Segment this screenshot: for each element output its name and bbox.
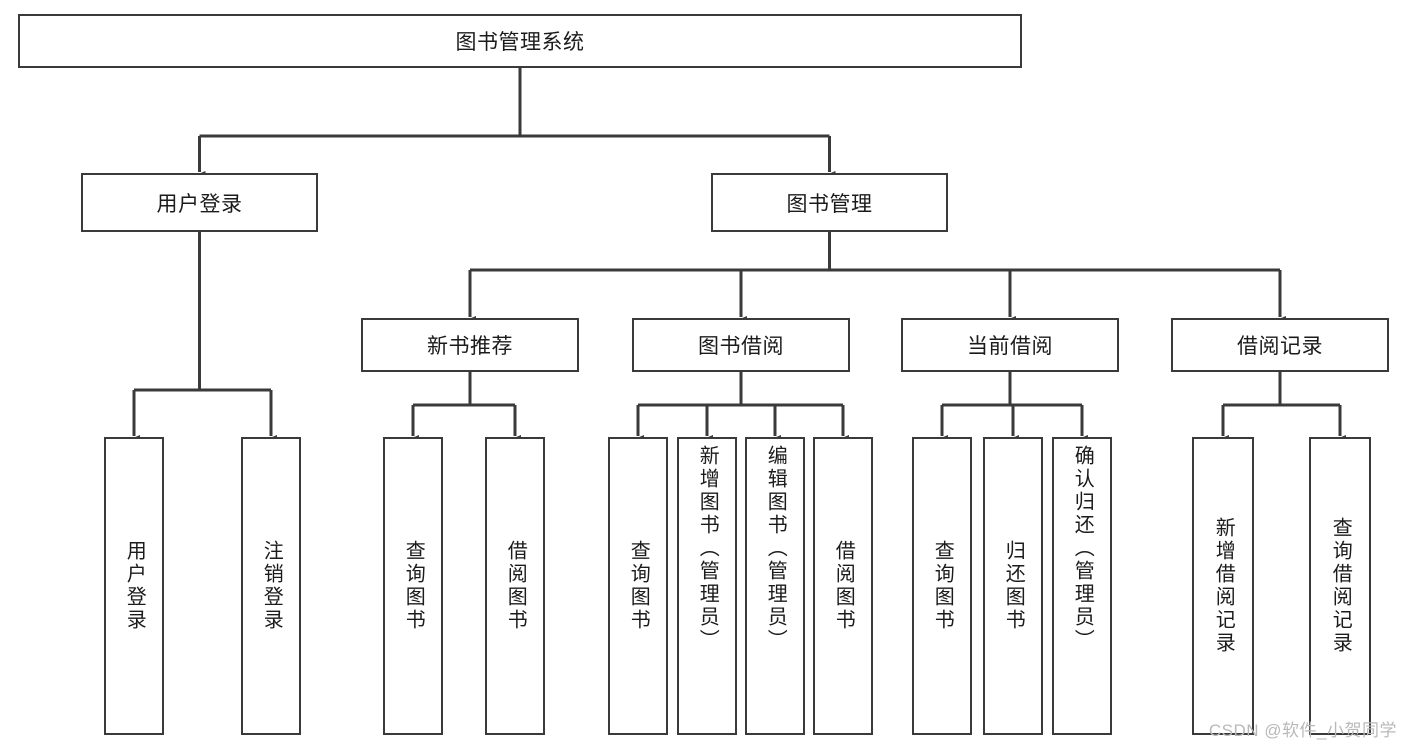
node-book-borrow[interactable]: 图书借阅 xyxy=(632,318,850,372)
node-book-borrow-label: 图书借阅 xyxy=(698,335,784,358)
leaf-borrow-borrow-book-label: 借阅图书 xyxy=(832,540,855,632)
node-root-label: 图书管理系统 xyxy=(455,31,585,54)
csdn-watermark: CSDN @软件_小贺同学 xyxy=(1208,721,1397,740)
node-new-book-recommend-label: 新书推荐 xyxy=(427,335,513,358)
leaf-record-query-label: 查询借阅记录 xyxy=(1329,517,1352,655)
leaf-current-return-book-label: 归还图书 xyxy=(1002,540,1025,632)
leaf-user-login[interactable]: 用户登录 xyxy=(104,437,164,735)
leaf-borrow-add-book-label: 新增图书（管理员） xyxy=(696,445,719,652)
leaf-recommend-query-book[interactable]: 查询图书 xyxy=(383,437,443,735)
leaf-record-query[interactable]: 查询借阅记录 xyxy=(1309,437,1371,735)
leaf-record-add-label: 新增借阅记录 xyxy=(1212,517,1235,655)
leaf-current-confirm-return-label: 确认归还（管理员） xyxy=(1071,445,1094,652)
leaf-logout-label: 注销登录 xyxy=(260,540,283,632)
node-borrow-record[interactable]: 借阅记录 xyxy=(1171,318,1389,372)
edge-paths xyxy=(128,68,1346,445)
leaf-current-return-book[interactable]: 归还图书 xyxy=(983,437,1043,735)
leaf-recommend-borrow-book[interactable]: 借阅图书 xyxy=(485,437,545,735)
node-book-manage-label: 图书管理 xyxy=(786,192,873,216)
node-book-manage[interactable]: 图书管理 xyxy=(711,173,948,232)
node-current-borrow-label: 当前借阅 xyxy=(967,335,1053,358)
node-user-login-label: 用户登录 xyxy=(156,192,243,216)
node-borrow-record-label: 借阅记录 xyxy=(1237,335,1323,358)
leaf-user-login-label: 用户登录 xyxy=(123,540,146,632)
leaf-borrow-query-book-label: 查询图书 xyxy=(627,540,650,632)
leaf-borrow-query-book[interactable]: 查询图书 xyxy=(608,437,668,735)
leaf-borrow-edit-book-label: 编辑图书（管理员） xyxy=(764,445,787,652)
leaf-recommend-borrow-book-label: 借阅图书 xyxy=(504,540,527,632)
node-root[interactable]: 图书管理系统 xyxy=(18,14,1022,68)
leaf-logout[interactable]: 注销登录 xyxy=(241,437,301,735)
node-current-borrow[interactable]: 当前借阅 xyxy=(901,318,1119,372)
leaf-current-query-book-label: 查询图书 xyxy=(931,540,954,632)
leaf-borrow-add-book[interactable]: 新增图书（管理员） xyxy=(677,437,737,735)
leaf-recommend-query-book-label: 查询图书 xyxy=(402,540,425,632)
leaf-record-add[interactable]: 新增借阅记录 xyxy=(1192,437,1254,735)
leaf-current-query-book[interactable]: 查询图书 xyxy=(912,437,972,735)
leaf-current-confirm-return[interactable]: 确认归还（管理员） xyxy=(1052,437,1112,735)
leaf-borrow-edit-book[interactable]: 编辑图书（管理员） xyxy=(745,437,805,735)
node-user-login[interactable]: 用户登录 xyxy=(81,173,318,232)
node-new-book-recommend[interactable]: 新书推荐 xyxy=(361,318,579,372)
leaf-borrow-borrow-book[interactable]: 借阅图书 xyxy=(813,437,873,735)
